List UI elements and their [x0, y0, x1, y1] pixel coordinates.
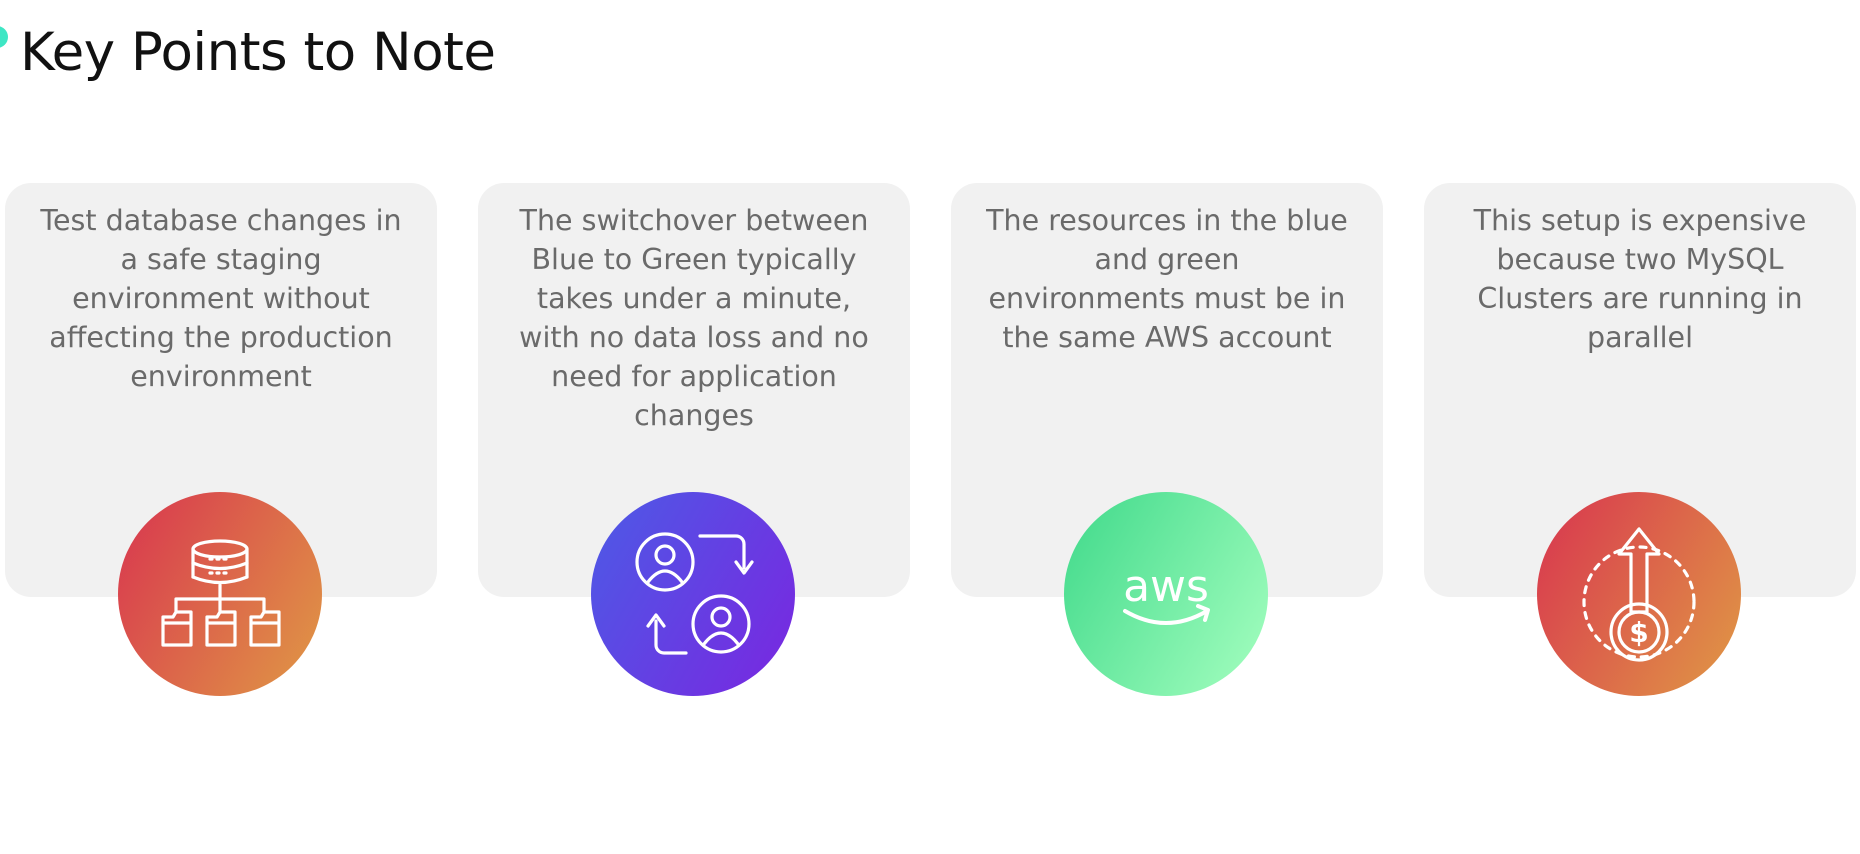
- users-switch-icon: [635, 532, 754, 655]
- cost-increase-icon-badge: $: [1537, 492, 1741, 696]
- key-point-text: Test database changes in a safe staging …: [40, 204, 402, 393]
- key-point-text: This setup is expensive because two MySQ…: [1473, 204, 1807, 354]
- aws-logo-icon-badge: aws: [1064, 492, 1268, 696]
- key-point-text: The switchover between Blue to Green typ…: [519, 204, 869, 432]
- cost-increase-icon: $: [1582, 527, 1696, 662]
- key-point-card-switchover: The switchover between Blue to Green typ…: [478, 183, 910, 597]
- aws-logo-icon: aws: [1123, 561, 1210, 625]
- title-accent-dot: [0, 26, 8, 48]
- key-point-card-aws-account: The resources in the blue and green envi…: [951, 183, 1383, 597]
- database-hierarchy-icon-badge: [118, 492, 322, 696]
- key-point-text: The resources in the blue and green envi…: [986, 204, 1348, 354]
- users-switch-icon-badge: [591, 492, 795, 696]
- dollar-sign-label: $: [1629, 616, 1648, 649]
- page-title: Key Points to Note: [20, 22, 496, 83]
- database-hierarchy-icon: [161, 539, 281, 647]
- aws-logo-label: aws: [1123, 561, 1209, 612]
